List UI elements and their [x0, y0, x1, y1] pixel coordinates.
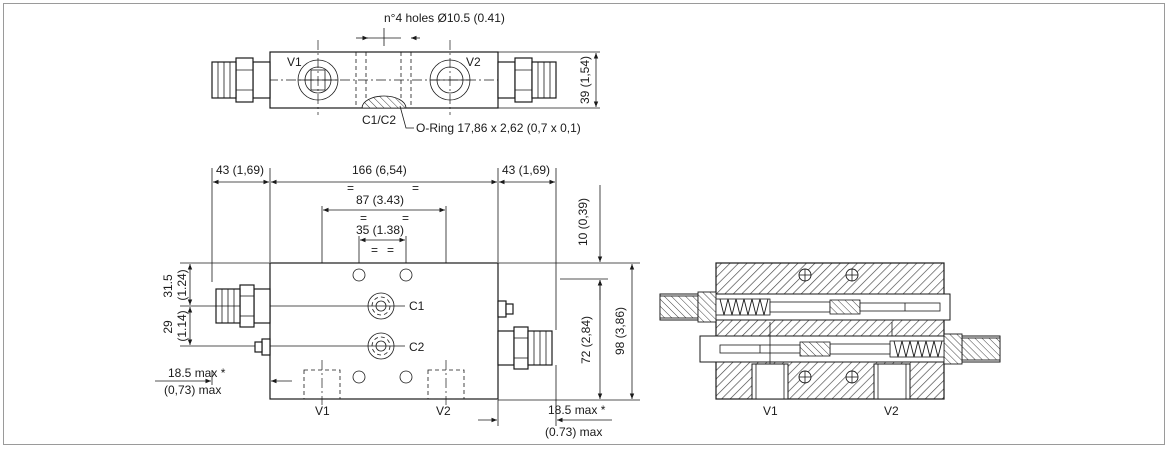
- front-right-adjuster: [497, 300, 514, 318]
- equal-mark-6: =: [387, 243, 394, 257]
- mount-hole-3: [352, 370, 366, 384]
- front-label-c1: C1: [409, 299, 425, 313]
- max-left-line2: (0,73) max: [164, 383, 221, 397]
- front-label-c2: C2: [409, 340, 425, 354]
- holes-note: n°4 holes Ø10.5 (0.41): [384, 11, 505, 25]
- max-right-line2: (0.73) max: [545, 425, 602, 439]
- section-cartridge-lower: [719, 333, 1001, 365]
- front-right-fitting: [497, 326, 553, 370]
- dim-31-5-inch: (1.24): [175, 269, 189, 300]
- front-view-body: [269, 262, 499, 400]
- oring-note: O-Ring 17,86 x 2,62 (0,7 x 0,1): [416, 121, 581, 135]
- section-label-v2: V2: [884, 404, 899, 418]
- equal-mark-1: =: [347, 181, 354, 195]
- section-label-v1: V1: [763, 404, 778, 418]
- dim-29: 29: [161, 320, 175, 334]
- section-port-v1: [751, 363, 789, 400]
- dim-98: 98 (3,86): [613, 307, 627, 355]
- section-port-v2: [873, 363, 911, 400]
- equal-mark-4: =: [402, 211, 409, 225]
- section-cartridge-upper: [659, 291, 941, 323]
- top-right-fitting: [497, 57, 557, 103]
- mount-hole-2: [399, 268, 413, 282]
- top-height-dim: 39 (1,54): [578, 56, 592, 104]
- top-label-v1: V1: [287, 55, 302, 69]
- equal-mark-2: =: [412, 181, 419, 195]
- dim-right-43: 43 (1,69): [502, 163, 550, 177]
- dim-166: 166 (6,54): [352, 163, 407, 177]
- drawing-frame: [3, 3, 1165, 445]
- top-left-fitting: [211, 57, 271, 103]
- dim-10: 10 (0,39): [576, 198, 590, 246]
- equal-mark-5: =: [371, 243, 378, 257]
- max-left-line1: 18.5 max *: [168, 366, 226, 380]
- front-label-v2: V2: [436, 404, 451, 418]
- equal-mark-3: =: [360, 211, 367, 225]
- top-port-v1: [297, 59, 339, 101]
- dim-87: 87 (3.43): [356, 193, 404, 207]
- top-view: n°4 holes Ø10.5 (0.41) V1 V2 C1/C2 O-Rin…: [211, 11, 600, 135]
- top-port-v2: [429, 59, 471, 101]
- dim-35: 35 (1.38): [356, 223, 404, 237]
- dim-29-inch: (1.14): [175, 310, 189, 341]
- dim-left-43: 43 (1,69): [216, 163, 264, 177]
- mount-hole-1: [352, 268, 366, 282]
- dim-31-5: 31.5: [161, 274, 175, 298]
- top-label-v2: V2: [466, 55, 481, 69]
- front-left-adjuster: [254, 338, 271, 356]
- top-label-c1c2: C1/C2: [362, 113, 396, 127]
- section-view: V1 V2: [659, 262, 1001, 418]
- oring-section: [361, 95, 407, 109]
- dim-72: 72 (2,84): [579, 316, 593, 364]
- front-label-v1: V1: [315, 404, 330, 418]
- mount-hole-4: [399, 370, 413, 384]
- max-right-line1: 18.5 max *: [548, 403, 606, 417]
- front-view: 43 (1,69) 166 (6,54) 43 (1,69) = = 87 (3…: [155, 163, 640, 439]
